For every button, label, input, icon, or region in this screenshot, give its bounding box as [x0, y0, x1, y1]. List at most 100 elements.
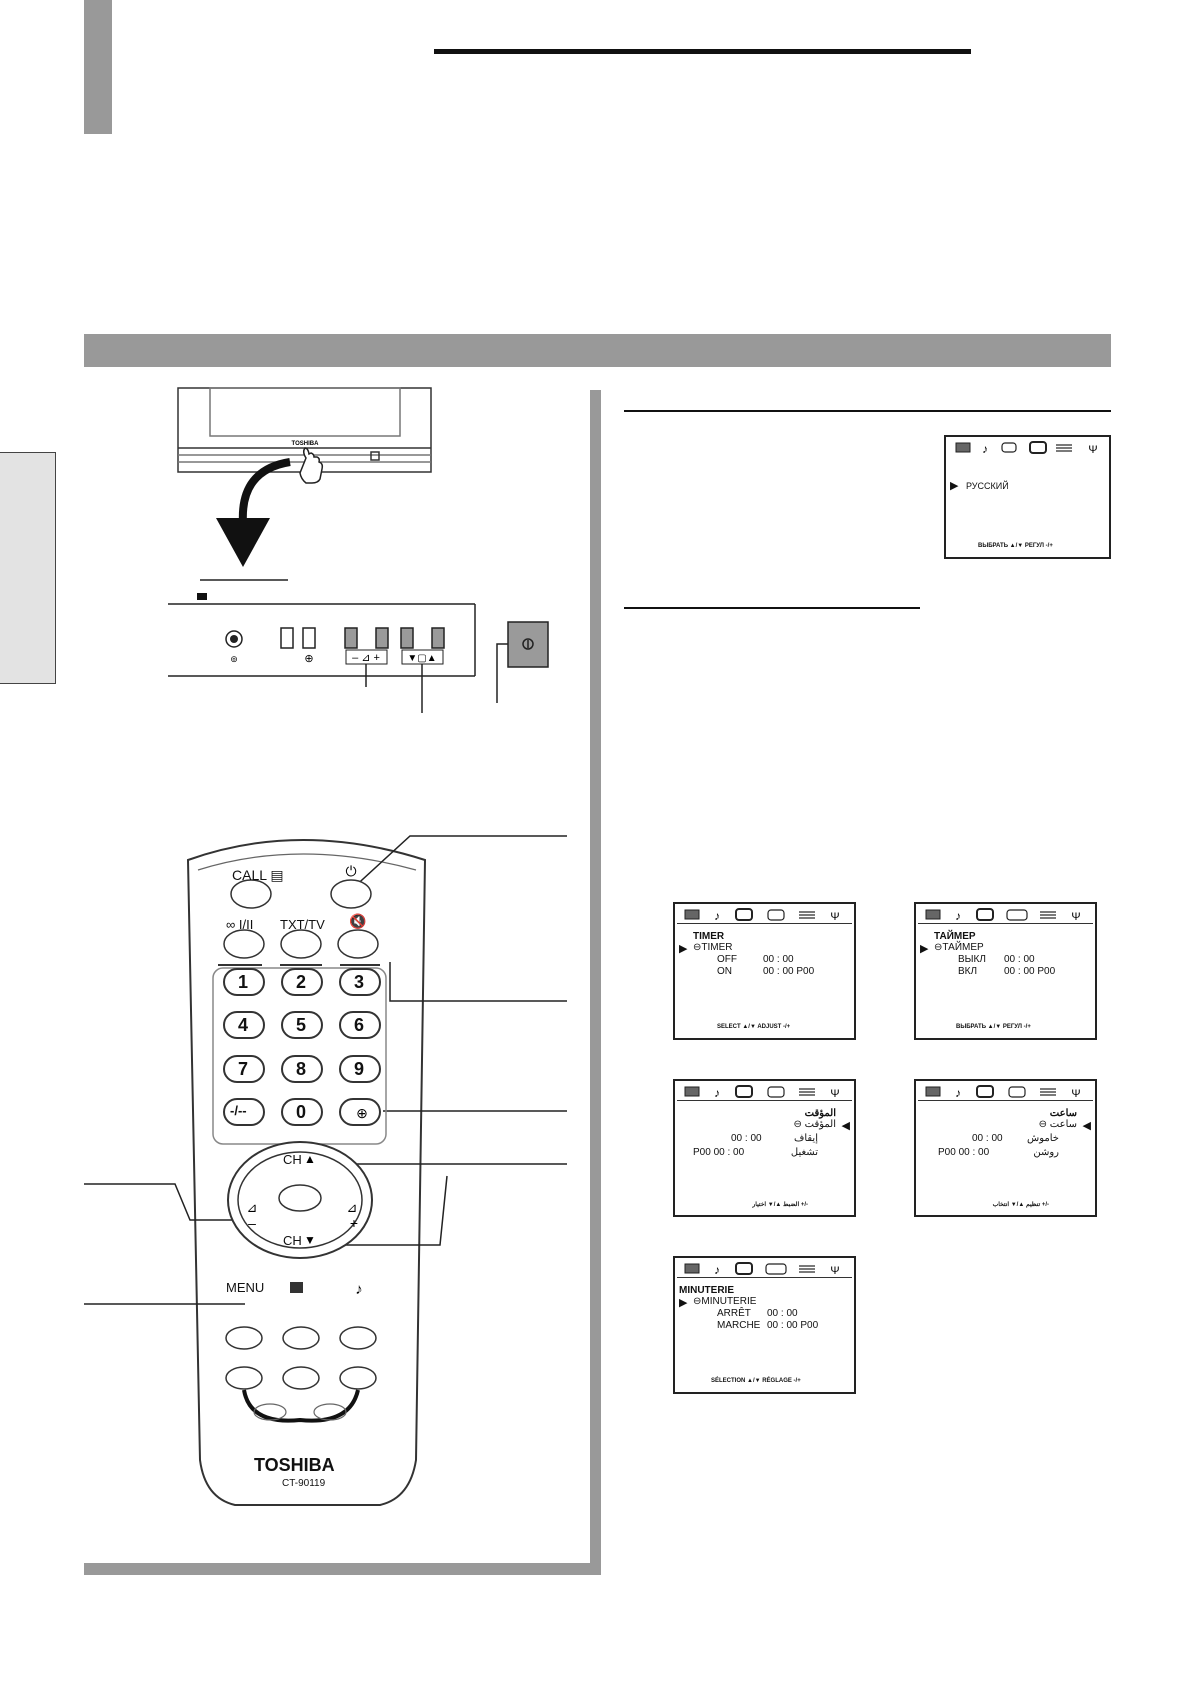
svg-text:▲: ▲: [304, 1152, 316, 1166]
svg-text:⊚: ⊚: [230, 654, 238, 664]
svg-text:🔇: 🔇: [349, 913, 366, 930]
svg-text:Ψ: Ψ: [830, 911, 839, 923]
timer-title: ساعت: [1049, 1108, 1077, 1119]
right-subheading-rule: [624, 607, 920, 609]
remote-brand: TOSHIBA: [254, 1455, 335, 1475]
osd-footer: ВЫБРАТЬ ▲/▼ РЕГУЛ -/+: [956, 1024, 1031, 1030]
digit-7-button[interactable]: 7: [238, 1059, 249, 1079]
svg-text:Ψ: Ψ: [830, 1265, 839, 1277]
remote-model: CT-90119: [282, 1478, 326, 1489]
top-gray-bar: [84, 0, 112, 134]
osd-cursor: ▶: [920, 943, 929, 955]
menu-icon-bar: ♪ Ψ: [918, 1085, 1093, 1101]
osd-cursor: ▶: [679, 943, 688, 955]
svg-text:⊿: ⊿: [347, 1200, 358, 1215]
osd-cursor: ◀: [841, 1120, 850, 1132]
svg-text:♪: ♪: [955, 909, 961, 923]
svg-text:♪: ♪: [714, 909, 720, 923]
off-label: ВЫКЛ: [958, 954, 986, 965]
off-value: 00 : 00: [731, 1133, 762, 1144]
tv-control-panel-illustration: TOSHIBA ⊚ ⊕ – ⊿ + ▼▢▲: [168, 387, 549, 713]
right-heading-rule: [624, 410, 1111, 412]
osd-timer-english: ♪ Ψ TIMER ▶ ⊖TIMER OFF 00 : 00 ON 00 : 0…: [673, 902, 856, 1040]
digit-8-button[interactable]: 8: [296, 1059, 307, 1079]
svg-text:⊕: ⊕: [304, 653, 313, 665]
left-panel-frame-bottom: [84, 1563, 601, 1575]
txt-tv-button[interactable]: TXT/TV: [280, 917, 325, 932]
timer-title: TIMER: [693, 931, 725, 942]
digit-1-button[interactable]: 1: [238, 972, 249, 992]
osd-cursor: ◀: [1082, 1120, 1091, 1132]
svg-text:Ψ: Ψ: [1071, 1088, 1080, 1100]
menu-icon-bar: ♪ Ψ: [955, 441, 1098, 456]
section-band: [84, 334, 1111, 367]
menu-icon-bar: ♪ Ψ: [918, 908, 1093, 924]
off-label: ARRÊT: [717, 1308, 751, 1319]
svg-text:⊕: ⊕: [356, 1105, 368, 1121]
menu-icon-bar: ♪ Ψ: [677, 908, 852, 924]
osd-cursor: ▶: [679, 1297, 688, 1309]
tv-brand: TOSHIBA: [292, 441, 320, 447]
side-tab: [0, 452, 56, 684]
dash-button[interactable]: -/--: [230, 1103, 247, 1118]
timer-title: المؤقت: [804, 1108, 836, 1119]
svg-text:♪: ♪: [955, 1086, 961, 1100]
svg-text:– ⊿ +: – ⊿ +: [352, 652, 380, 664]
svg-text:▼: ▼: [304, 1233, 316, 1247]
osd-footer: SELECT ▲/▼ ADJUST -/+: [717, 1024, 791, 1030]
on-value: 00 : 00 P00: [1004, 966, 1056, 977]
digit-3-button[interactable]: 3: [354, 972, 365, 992]
on-value: P00 00 : 00: [938, 1147, 990, 1158]
off-value: 00 : 00: [1004, 954, 1035, 965]
timer-item: ⊖TIMER: [693, 942, 733, 953]
off-label: خاموش: [1027, 1133, 1059, 1144]
off-value: 00 : 00: [763, 954, 794, 965]
osd-timer-french: ♪ Ψ MINUTERIE ▶ ⊖MINUTERIE ARRÊT 00 : 00…: [673, 1256, 856, 1394]
svg-text:♪: ♪: [355, 1281, 363, 1298]
timer-title: ТАЙМЕР: [934, 931, 976, 942]
remote-illustration: ⏻ 🔇 ⊕ ⊿ – ⊿ + ▲ ▼ ♪: [84, 835, 567, 1506]
mono-stereo-button[interactable]: ∞ I/II: [226, 917, 254, 932]
on-label: روشن: [1033, 1147, 1059, 1158]
ch-down-button[interactable]: CH: [283, 1233, 302, 1248]
on-label: تشغيل: [790, 1147, 818, 1158]
on-label: ВКЛ: [958, 966, 978, 977]
on-value: P00 00 : 00: [693, 1147, 745, 1158]
off-value: 00 : 00: [767, 1308, 798, 1319]
on-value: 00 : 00 P00: [763, 966, 815, 977]
svg-text:♪: ♪: [982, 442, 988, 456]
osd-timer-persian: ♪ Ψ ساعت ◀ ساعت ⊖ خاموش 00 : 00 روشن P00…: [914, 1079, 1097, 1217]
language-item: РУССКИЙ: [966, 481, 1009, 491]
title-rule: [434, 49, 971, 54]
timer-item: ⊖MINUTERIE: [693, 1296, 757, 1307]
digit-4-button[interactable]: 4: [238, 1015, 249, 1035]
osd-russian-language: ♪ Ψ ▶ РУССКИЙ ВЫБРАТЬ ▲/▼ РЕГУЛ -/+: [944, 435, 1111, 559]
svg-text:♪: ♪: [714, 1086, 720, 1100]
svg-text:Ψ: Ψ: [830, 1088, 839, 1100]
digit-5-button[interactable]: 5: [296, 1015, 307, 1035]
digit-6-button[interactable]: 6: [354, 1015, 365, 1035]
osd-timer-arabic: ♪ Ψ المؤقت ◀ المؤقت ⊖ إيقاف 00 : 00 تشغي…: [673, 1079, 856, 1217]
on-label: ON: [717, 966, 732, 977]
svg-text:–: –: [248, 1215, 256, 1231]
menu-icon-bar: ♪ Ψ: [677, 1262, 852, 1278]
osd-timer-russian: ♪ Ψ ТАЙМЕР ▶ ⊖ТАЙМЕР ВЫКЛ 00 : 00 ВКЛ 00…: [914, 902, 1097, 1040]
left-panel-frame-right: [590, 390, 601, 1575]
on-value: 00 : 00 P00: [767, 1320, 819, 1331]
osd-footer: -/+ الضبط ▲/▼ اختيار: [752, 1202, 808, 1208]
digit-0-button[interactable]: 0: [296, 1102, 307, 1122]
svg-text:▼▢▲: ▼▢▲: [407, 653, 436, 664]
menu-button[interactable]: MENU: [226, 1280, 265, 1295]
ch-up-button[interactable]: CH: [283, 1152, 302, 1167]
digit-9-button[interactable]: 9: [354, 1059, 365, 1079]
call-button[interactable]: CALL ▤: [232, 867, 284, 883]
osd-cursor: ▶: [950, 480, 959, 492]
timer-item: المؤقت ⊖: [793, 1119, 836, 1130]
osd-footer: ВЫБРАТЬ ▲/▼ РЕГУЛ -/+: [978, 543, 1053, 549]
off-value: 00 : 00: [972, 1133, 1003, 1144]
svg-text:♪: ♪: [714, 1263, 720, 1277]
menu-icon-bar: ♪ Ψ: [677, 1085, 852, 1101]
off-label: OFF: [717, 954, 737, 965]
svg-text:Ψ: Ψ: [1071, 911, 1080, 923]
digit-2-button[interactable]: 2: [296, 972, 307, 992]
